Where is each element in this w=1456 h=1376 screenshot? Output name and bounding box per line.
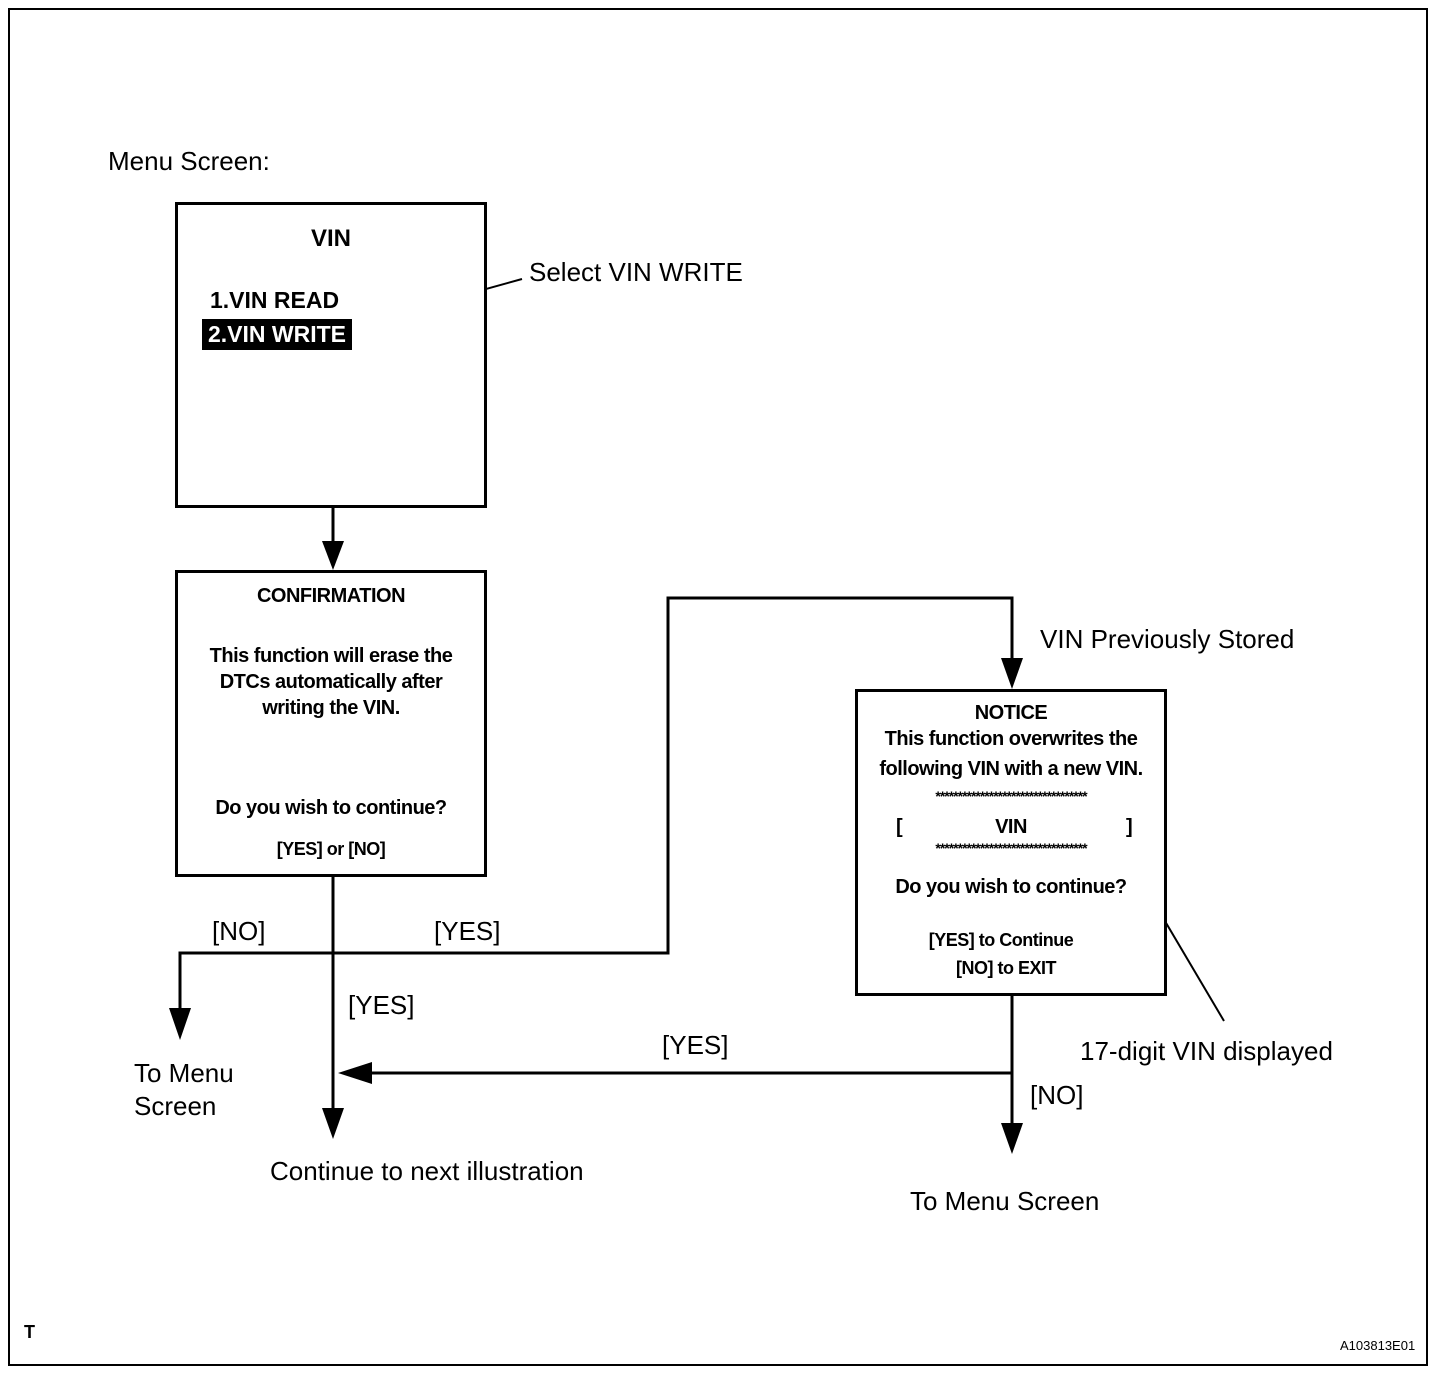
notice-option-yes: [YES] to Continue	[928, 930, 1074, 950]
arrowhead-no-left	[169, 1008, 191, 1040]
menu-screen-box: VIN 1.VIN READ 2.VIN WRITE	[175, 202, 487, 508]
notice-vin-open-bracket: [	[896, 816, 903, 838]
arrowhead-notice-down	[1001, 1123, 1023, 1154]
notice-vin-close-bracket: ]	[1126, 816, 1133, 838]
arrowhead-yes-back	[338, 1062, 372, 1084]
arrowhead-to-notice	[1001, 658, 1023, 689]
confirmation-options: [YES] or [NO]	[276, 839, 386, 859]
corner-letter: T	[24, 1322, 35, 1342]
label-yes-down: [YES]	[348, 990, 415, 1020]
figure-id: A103813E01	[1340, 1338, 1416, 1353]
menu-item-vin-write[interactable]: 2.VIN WRITE	[202, 319, 353, 350]
label-to-menu-left-1: To Menu	[134, 1058, 234, 1088]
notice-box: NOTICE This function overwrites the foll…	[855, 689, 1167, 996]
confirmation-title: CONFIRMATION	[256, 585, 406, 607]
confirmation-body-line-1: This function will erase the	[209, 645, 453, 667]
notice-option-no: [NO] to EXIT	[956, 958, 1057, 978]
notice-title: NOTICE	[974, 702, 1048, 724]
label-no-left: [NO]	[212, 916, 266, 946]
arrowhead-confirmation-down	[322, 1108, 344, 1139]
callout-select-vin-write: Select VIN WRITE	[529, 257, 743, 287]
figure-frame	[8, 8, 1428, 1366]
confirmation-box: CONFIRMATION This function will erase th…	[175, 570, 487, 877]
menu-caption: Menu Screen:	[108, 146, 270, 176]
arrowhead-menu-to-confirmation	[322, 541, 344, 570]
menu-item-vin-read[interactable]: 1.VIN READ	[210, 287, 340, 313]
notice-question: Do you wish to continue?	[895, 876, 1127, 898]
notice-body-line-1: This function overwrites the	[884, 728, 1138, 750]
label-vin-previously-stored: VIN Previously Stored	[1040, 624, 1295, 654]
line-no-branch	[178, 951, 333, 1015]
menu-title: VIN	[310, 225, 351, 252]
notice-body-line-2: following VIN with a new VIN.	[879, 758, 1143, 780]
confirmation-question: Do you wish to continue?	[215, 797, 447, 819]
line-yes-branch	[333, 596, 1014, 955]
label-yes-branch: [YES]	[434, 916, 501, 946]
label-to-menu-right: To Menu Screen	[910, 1186, 1100, 1216]
label-continue-next: Continue to next illustration	[270, 1156, 584, 1186]
label-to-menu-left-2: Screen	[134, 1091, 217, 1121]
label-yes-notice: [YES]	[662, 1030, 729, 1060]
notice-vin-label: VIN	[995, 816, 1027, 838]
notice-stars-top: **********************************	[935, 788, 1087, 804]
confirmation-body-line-2: DTCs automatically after	[219, 671, 443, 693]
notice-stars-bottom: **********************************	[935, 840, 1087, 856]
confirmation-body-line-3: writing the VIN.	[262, 697, 400, 719]
label-no-right: [NO]	[1030, 1080, 1084, 1110]
label-17-digit-vin: 17-digit VIN displayed	[1080, 1036, 1333, 1066]
